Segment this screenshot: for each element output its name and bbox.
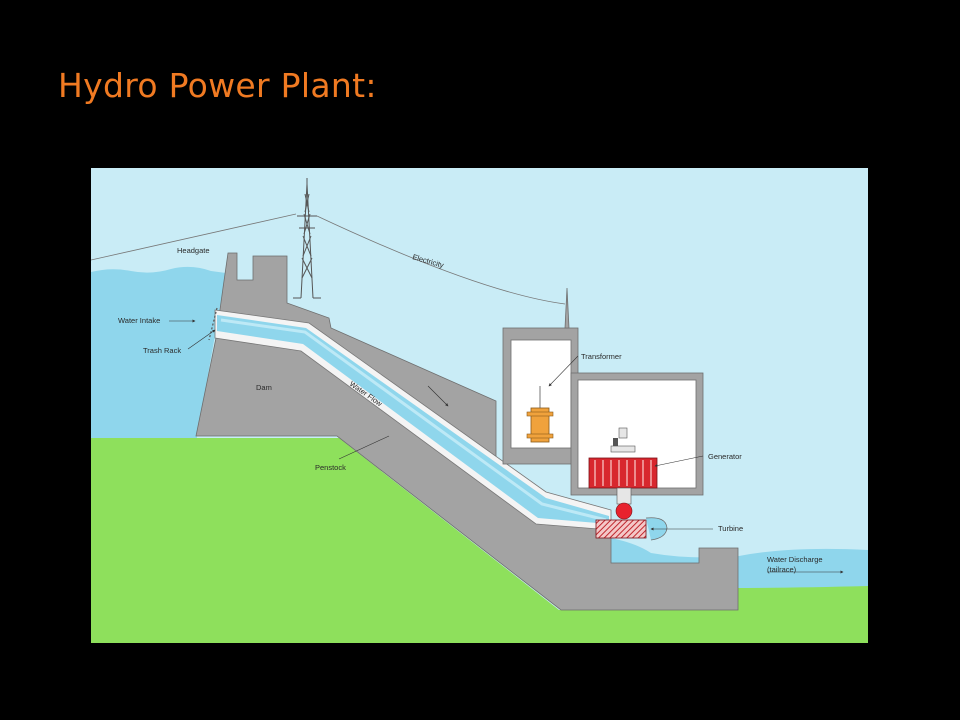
tailrace-label: (tailrace)	[767, 565, 797, 574]
turbine-label: Turbine	[718, 524, 743, 533]
transformer	[526, 386, 554, 443]
water-discharge-label: Water Discharge	[767, 555, 823, 564]
ground	[91, 438, 868, 643]
reservoir-water	[91, 266, 226, 443]
hydro-plant-diagram: Headgate Water Intake Trash Rack Dam Wat…	[91, 168, 868, 643]
water-intake-label: Water Intake	[118, 316, 160, 325]
transmission-tower	[293, 178, 321, 299]
generator	[588, 427, 658, 505]
generator-label: Generator	[708, 452, 742, 461]
power-line-right	[316, 215, 566, 305]
slide-title: Hydro Power Plant:	[58, 66, 377, 105]
dam-label: Dam	[256, 383, 272, 392]
transformer-spire	[564, 287, 570, 329]
trash-rack	[208, 307, 218, 341]
penstock-water	[217, 315, 609, 524]
penstock-label: Penstock	[315, 463, 346, 472]
trash-rack-label: Trash Rack	[143, 346, 181, 355]
water-flow-highlight	[220, 318, 607, 522]
leader-lines	[169, 319, 844, 574]
headgate-label: Headgate	[177, 246, 210, 255]
power-line-left	[91, 213, 297, 261]
transformer-label: Transformer	[581, 352, 622, 361]
